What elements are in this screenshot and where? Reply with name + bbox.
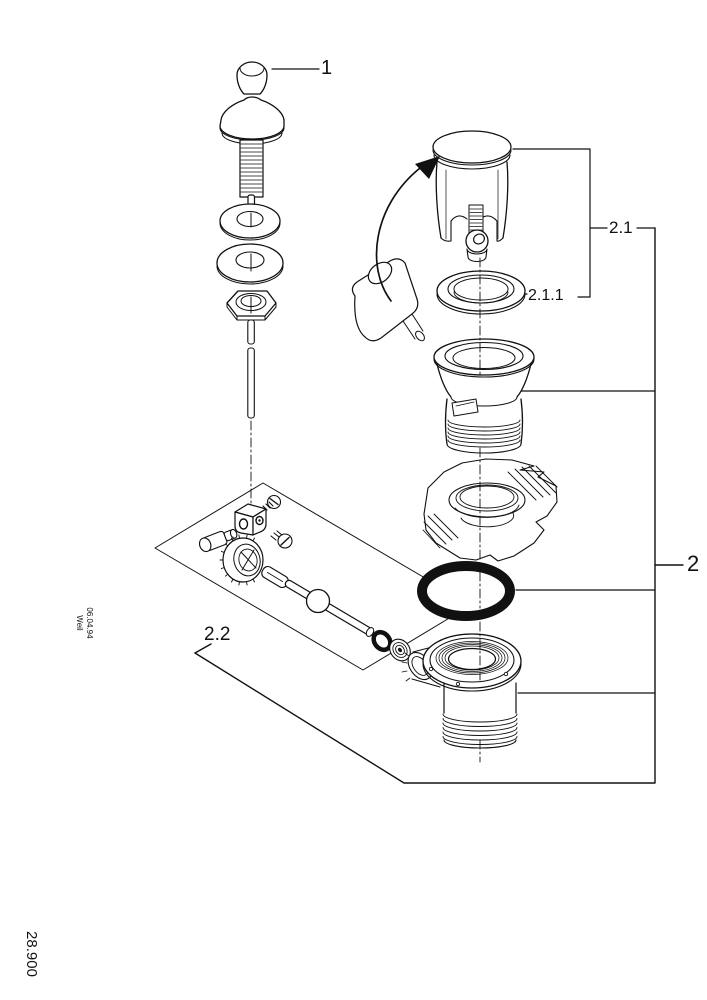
callout-2-1: 2.1: [609, 218, 633, 237]
revision-author: Weil: [75, 615, 85, 631]
plug-stem-thread: [468, 204, 484, 234]
threaded-rod: [239, 139, 264, 207]
hatch-right: [507, 465, 558, 501]
pivot-plug: [198, 528, 238, 553]
lift-knob: [219, 61, 285, 145]
washer-top: [219, 203, 281, 241]
callout-1: 1: [321, 57, 333, 79]
ball-rod: [284, 579, 375, 637]
seal-ring-2-1-1: [436, 270, 526, 315]
pivot-cross-housing: [234, 503, 267, 536]
pull-rod: [247, 212, 255, 504]
revision-note: 06.04.94 Weil: [74, 595, 95, 651]
hatch-left: [422, 513, 459, 549]
set-screw-upper: [262, 494, 282, 511]
rod-o-ring: [371, 629, 393, 653]
group-2-1-bracket: [512, 148, 656, 298]
basin-section: [422, 458, 558, 562]
plug-eye-nut: [465, 229, 489, 263]
rod-seal-washer: [389, 638, 425, 662]
callout-2-1-1: 2.1.1: [528, 287, 564, 304]
set-screw-lower: [270, 530, 293, 549]
connector-lines: [271, 68, 656, 694]
knurled-nut: [219, 534, 264, 586]
rotation-arrow: [375, 156, 440, 302]
plug-alternate-view-cone: [351, 258, 425, 342]
document-number: 28.900: [23, 931, 40, 977]
callout-2: 2: [687, 551, 700, 576]
plug-cap: [432, 130, 512, 242]
washer-bottom: [216, 243, 284, 285]
callout-2-2: 2.2: [204, 624, 231, 645]
drain-funnel-body: [433, 338, 535, 454]
flat-seal-o-ring: [417, 561, 515, 621]
lower-drain-body: [422, 633, 522, 749]
revision-date: 06.04.94: [85, 607, 94, 639]
group-2-outline: [194, 227, 684, 784]
